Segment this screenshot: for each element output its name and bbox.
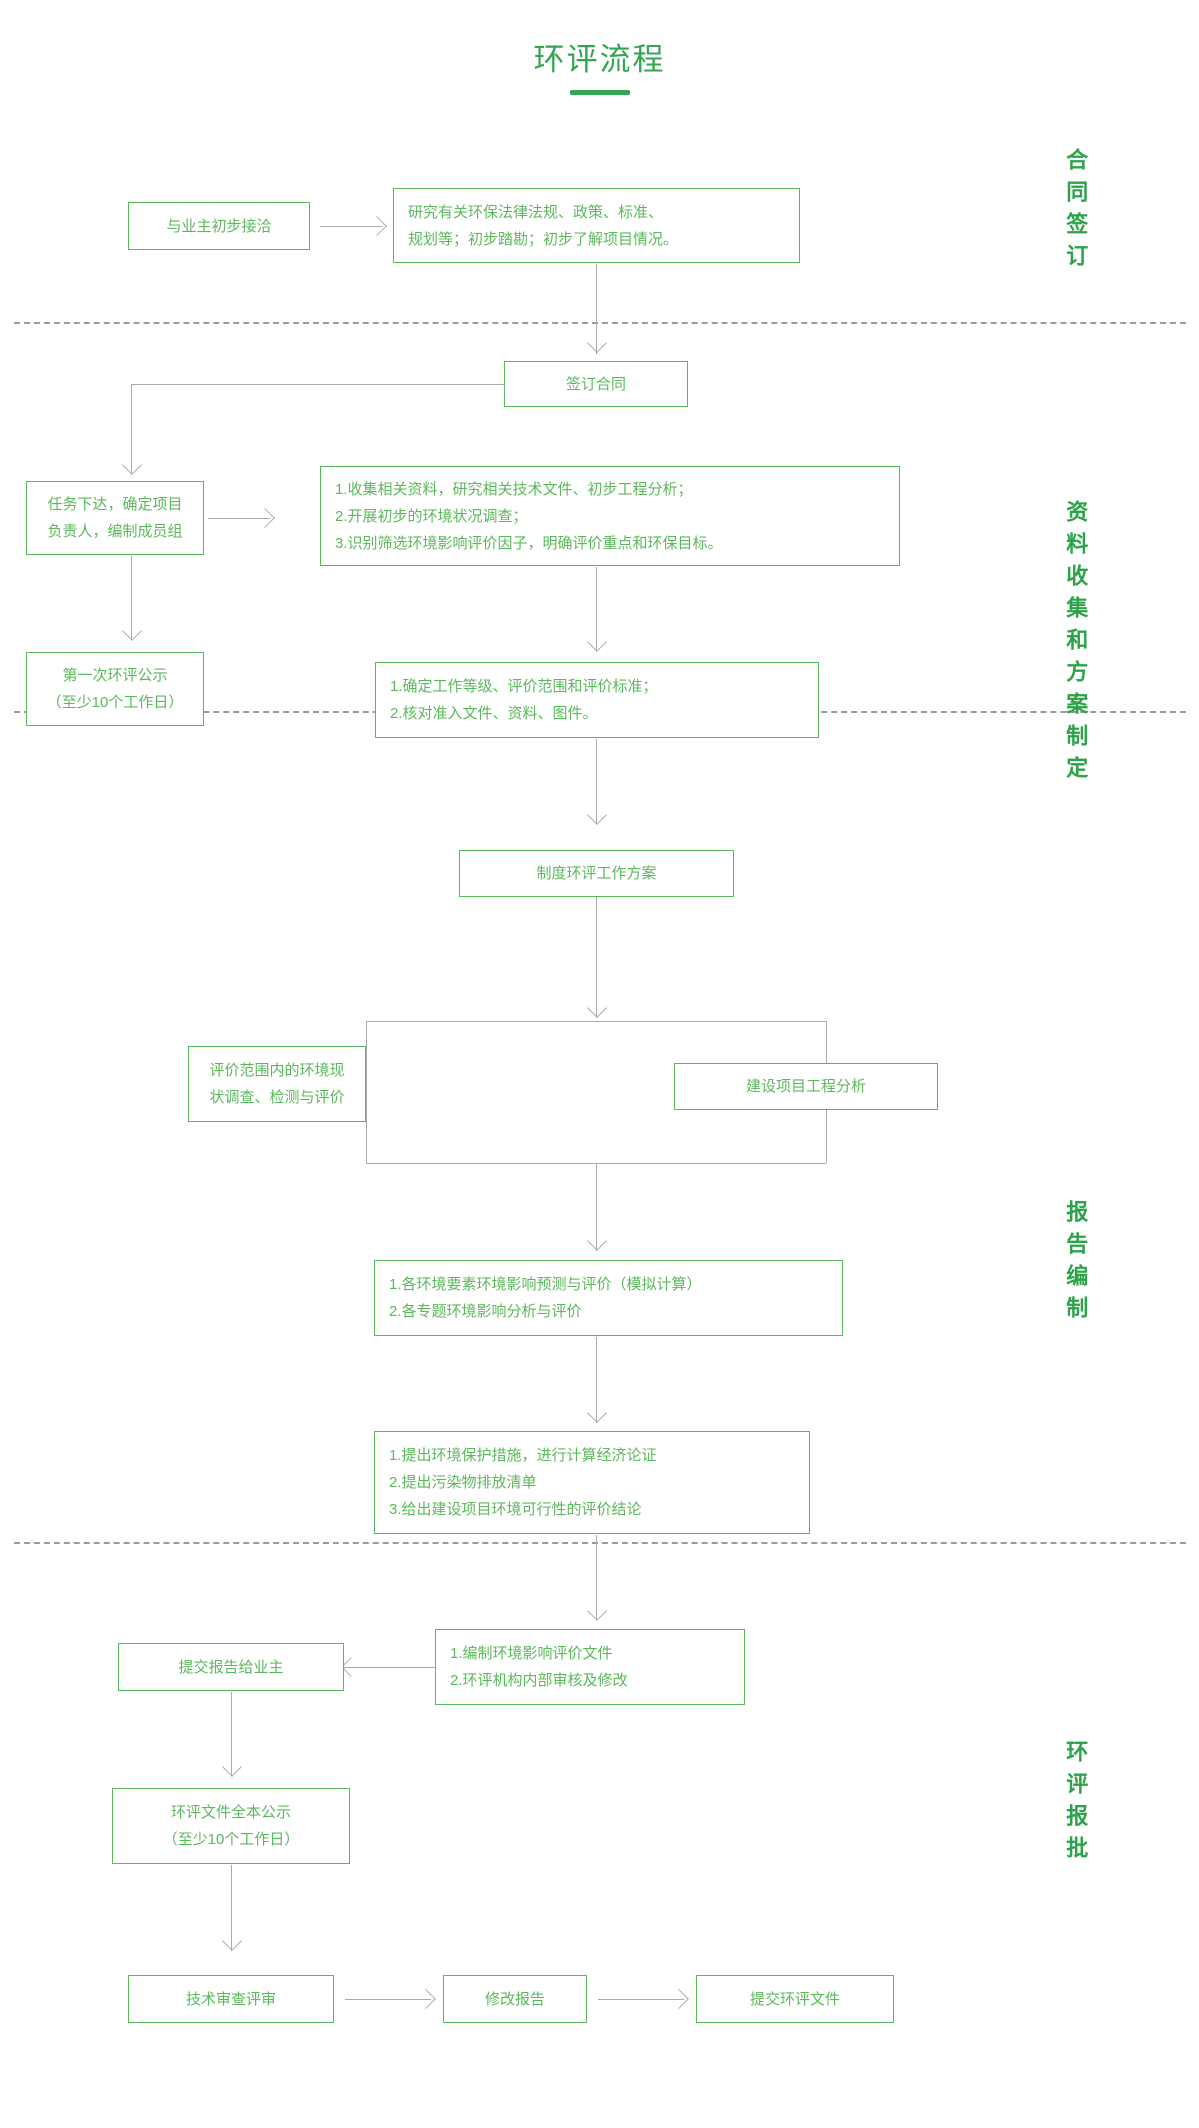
node-determine-work-level[interactable]: 1.确定工作等级、评价范围和评价标准； 2.核对准入文件、资料、图件。 <box>375 662 819 738</box>
connector-merge-down <box>596 1163 597 1251</box>
connector-n8-split-vertical <box>596 897 597 1017</box>
arrow-head-n13-n15-icon <box>222 1757 242 1777</box>
arrow-head-n16-n17-icon <box>416 1989 436 2009</box>
section-label-contract: 合同签订 <box>1063 148 1089 276</box>
arrow-head-n17-n18-icon <box>669 1989 689 2009</box>
arrow-head-n15-n16-icon <box>222 1931 242 1951</box>
arrow-head-n1-n2-icon <box>367 216 387 236</box>
node-sign-contract[interactable]: 签订合同 <box>504 361 688 407</box>
connector-n11-n12 <box>596 1337 597 1423</box>
node-prepare-eia-document[interactable]: 1.编制环境影响评价文件 2.环评机构内部审核及修改 <box>435 1629 745 1705</box>
node-full-text-public-notice[interactable]: 环评文件全本公示 （至少10个工作日） <box>112 1788 350 1864</box>
arrow-head-n7-n8-icon <box>587 805 607 825</box>
node-submit-eia-document[interactable]: 提交环评文件 <box>696 1975 894 2023</box>
arrow-head-n14-n13-icon <box>341 1657 361 1677</box>
connector-n7-n8 <box>596 739 597 824</box>
arrow-head-n4-n6-icon <box>122 621 142 641</box>
connector-n2-n3 <box>596 264 597 354</box>
connector-n5-n7 <box>596 567 597 651</box>
connector-n17-n18 <box>598 1999 684 2000</box>
connector-n4-n6 <box>131 556 132 640</box>
node-project-engineering-analysis[interactable]: 建设项目工程分析 <box>674 1063 938 1110</box>
connector-n3-n4-vertical <box>131 384 132 474</box>
connector-split-bus-top <box>366 1021 826 1022</box>
arrow-head-merge-icon <box>587 1231 607 1251</box>
connector-split-left <box>366 1021 367 1163</box>
node-collect-materials[interactable]: 1.收集相关资料，研究相关技术文件、初步工程分析； 2.开展初步的环境状况调查；… <box>320 466 900 566</box>
node-revise-report[interactable]: 修改报告 <box>443 1975 587 2023</box>
page-title: 环评流程 <box>533 42 666 77</box>
node-eia-work-plan[interactable]: 制度环评工作方案 <box>459 850 734 897</box>
connector-n13-n15 <box>231 1692 232 1776</box>
section-label-approval: 环评报批 <box>1063 1740 1089 1868</box>
connector-n14-n13 <box>344 1667 436 1668</box>
node-task-assignment[interactable]: 任务下达，确定项目 负责人，编制成员组 <box>26 481 204 555</box>
node-submit-report-to-owner[interactable]: 提交报告给业主 <box>118 1643 344 1691</box>
arrow-head-n12-n14-icon <box>587 1601 607 1621</box>
node-protection-measures[interactable]: 1.提出环境保护措施，进行计算经济论证 2.提出污染物排放清单 3.给出建设项目… <box>374 1431 810 1534</box>
connector-n12-n14 <box>596 1535 597 1620</box>
section-separator-3 <box>14 1542 1186 1544</box>
node-impact-prediction[interactable]: 1.各环境要素环境影响预测与评价（模拟计算） 2.各专题环境影响分析与评价 <box>374 1260 843 1336</box>
connector-n15-n16 <box>231 1865 232 1951</box>
arrow-head-n2-n3-icon <box>587 333 607 353</box>
arrow-head-n11-n12-icon <box>587 1403 607 1423</box>
node-environment-survey[interactable]: 评价范围内的环境现 状调查、检测与评价 <box>188 1046 366 1122</box>
arrow-head-n5-n7-icon <box>587 632 607 652</box>
arrow-head-n8-split-icon <box>587 998 607 1018</box>
node-first-public-notice[interactable]: 第一次环评公示 （至少10个工作日） <box>26 652 204 726</box>
connector-n16-n17 <box>345 1999 431 2000</box>
arrow-head-n3-n4-icon <box>122 455 142 475</box>
connector-n3-n4-horizontal <box>131 384 505 385</box>
section-label-data-collection: 资料收集和方案制定 <box>1063 500 1089 788</box>
connector-n1-n2 <box>320 226 382 227</box>
node-initial-contact[interactable]: 与业主初步接洽 <box>128 202 310 250</box>
section-separator-1 <box>14 322 1186 324</box>
node-technical-review[interactable]: 技术审查评审 <box>128 1975 334 2023</box>
arrow-head-n4-n5-icon <box>255 508 275 528</box>
title-underline <box>569 90 630 95</box>
section-label-report-preparation: 报告编制 <box>1063 1200 1089 1328</box>
connector-n4-n5 <box>208 518 270 519</box>
node-study-regulations[interactable]: 研究有关环保法律法规、政策、标准、 规划等；初步踏勘；初步了解项目情况。 <box>393 188 800 263</box>
